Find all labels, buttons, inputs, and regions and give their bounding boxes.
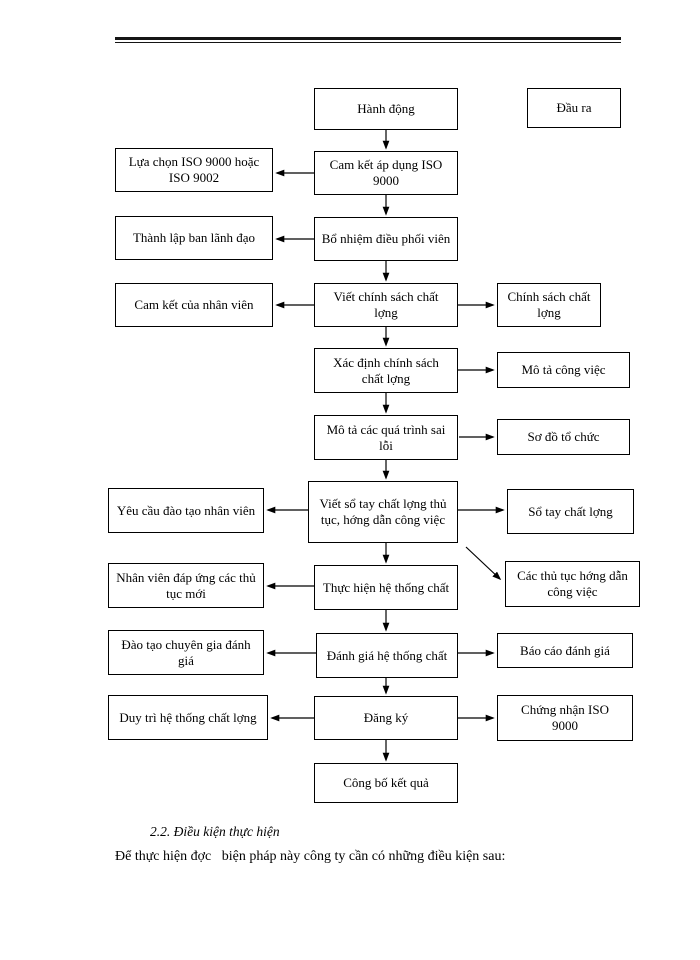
node-cam-ket-ap-dung-iso: Cam kết áp dụng ISO 9000 <box>314 151 458 195</box>
node-viet-so-tay: Viết sổ tay chất lợng thủ tục, hớng dẫn … <box>308 481 458 543</box>
node-dao-tao-chuyen-gia: Đào tạo chuyên gia đánh giá <box>108 630 264 675</box>
node-thanh-lap-ban-lanh-dao: Thành lập ban lãnh đạo <box>115 216 273 260</box>
node-dang-ky: Đăng ký <box>314 696 458 740</box>
node-viet-chinh-sach: Viết chính sách chất lợng <box>314 283 458 327</box>
node-dau-ra: Đầu ra <box>527 88 621 128</box>
node-mo-ta-qua-trinh-sai-loi: Mô tả các quá trình sai lỗi <box>314 415 458 460</box>
node-mo-ta-cong-viec: Mô tả công việc <box>497 352 630 388</box>
node-lua-chon-iso: Lựa chọn ISO 9000 hoặc ISO 9002 <box>115 148 273 192</box>
node-duy-tri-he-thong: Duy trì hệ thống chất lợng <box>108 695 268 740</box>
node-bao-cao-danh-gia: Báo cáo đánh giá <box>497 633 633 668</box>
node-thuc-hien-he-thong: Thực hiện hệ thống chất <box>314 565 458 610</box>
body-paragraph: Để thực hiện đợc biện pháp này công ty c… <box>115 849 506 864</box>
node-cac-thu-tuc-huong-dan: Các thủ tục hớng dẫn công việc <box>505 561 640 607</box>
node-so-tay-chat-luong: Sổ tay chất lợng <box>507 489 634 534</box>
section-heading: 2.2. Điều kiện thực hiện <box>150 824 280 839</box>
node-xac-dinh-chinh-sach: Xác định chính sách chất lợng <box>314 348 458 393</box>
node-danh-gia-he-thong: Đánh giá hệ thống chất <box>316 633 458 678</box>
node-cam-ket-nhan-vien: Cam kết của nhân viên <box>115 283 273 327</box>
node-cong-bo-ket-qua: Công bố kết quả <box>314 763 458 803</box>
node-so-do-to-chuc: Sơ đồ tổ chức <box>497 419 630 455</box>
node-chinh-sach-chat-luong: Chính sách chất lợng <box>497 283 601 327</box>
node-chung-nhan-iso: Chứng nhận ISO 9000 <box>497 695 633 741</box>
header-rule <box>115 37 621 43</box>
node-yeu-cau-dao-tao: Yêu cầu đào tạo nhân viên <box>108 488 264 533</box>
node-nhan-vien-dap-ung: Nhân viên đáp ứng các thủ tục mới <box>108 563 264 608</box>
node-bo-nhiem-dieu-phoi-vien: Bổ nhiệm điều phối viên <box>314 217 458 261</box>
node-hanh-dong: Hành động <box>314 88 458 130</box>
